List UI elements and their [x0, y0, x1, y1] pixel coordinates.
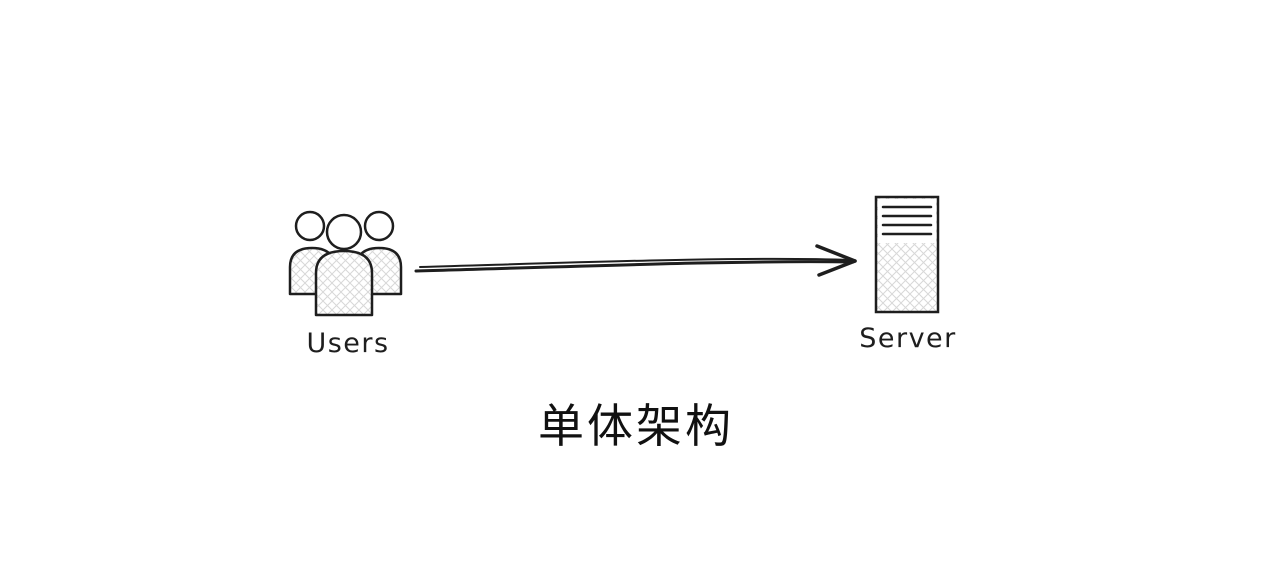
- arrow-users-to-server[interactable]: [412, 238, 864, 286]
- server-label: Server: [859, 323, 957, 354]
- users-icon: [275, 202, 421, 320]
- users-label: Users: [306, 328, 390, 359]
- node-users[interactable]: Users: [268, 202, 428, 359]
- diagram-title: 单体架构: [538, 400, 734, 452]
- server-icon: [874, 195, 942, 315]
- node-server[interactable]: Server: [858, 195, 958, 354]
